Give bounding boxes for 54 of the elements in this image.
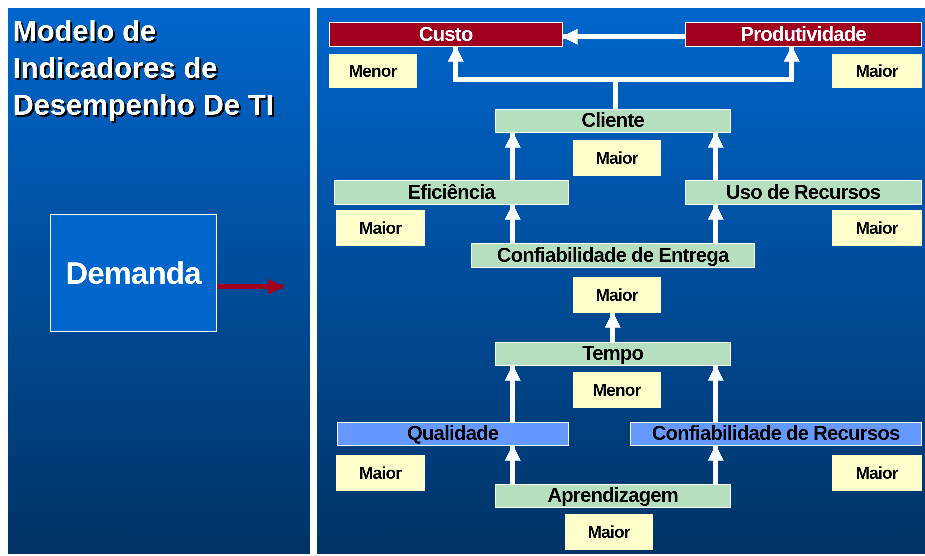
tag-box xyxy=(573,277,661,313)
title: Modelo de Indicadores de Desempenho De TI xyxy=(13,15,276,124)
arrow xyxy=(505,444,521,484)
arrow xyxy=(217,279,284,295)
indicator-box xyxy=(685,180,922,205)
indicator-box xyxy=(334,180,569,205)
arrow xyxy=(708,132,724,180)
tag-box xyxy=(336,455,425,491)
arrow xyxy=(505,132,521,180)
tag-box xyxy=(565,514,653,550)
node-label: Tempo xyxy=(582,344,644,364)
node-label: Maior xyxy=(588,524,630,540)
arrow xyxy=(505,364,521,422)
node-label: Maior xyxy=(856,220,898,236)
node-label: Produtividade xyxy=(740,24,866,44)
node-label: Custo xyxy=(419,24,473,44)
node-label: Uso de Recursos xyxy=(726,182,881,202)
node-label: Maior xyxy=(359,464,402,482)
node-label: Maior xyxy=(856,62,898,80)
indicator-box xyxy=(495,484,731,508)
node-label: Maior xyxy=(359,220,402,236)
indicator-box xyxy=(495,109,731,133)
node-label: Menor xyxy=(592,382,641,398)
arrow xyxy=(562,29,685,45)
tag-box xyxy=(573,372,661,408)
node-label: Aprendizagem xyxy=(548,486,678,506)
node-label: Maior xyxy=(856,464,898,482)
node-label: Demanda xyxy=(66,258,202,288)
tag-box xyxy=(832,210,922,246)
node-label: Confiabilidade de Recursos xyxy=(652,424,900,444)
node-label: Eficiência xyxy=(408,182,496,202)
arrow xyxy=(708,444,724,484)
tag-box xyxy=(329,54,417,88)
arrow xyxy=(708,204,724,243)
tag-box xyxy=(832,54,922,88)
arrow xyxy=(505,204,521,243)
tag-box xyxy=(336,210,425,246)
indicator-box xyxy=(471,243,755,268)
indicator-box xyxy=(630,422,922,446)
indicator-box xyxy=(337,422,569,446)
node-label: Confiabilidade de Entrega xyxy=(497,246,729,266)
process-box xyxy=(50,214,217,332)
tag-box xyxy=(573,140,661,176)
indicator-box xyxy=(495,342,731,366)
result-box xyxy=(685,22,922,47)
tag-box xyxy=(832,455,922,491)
node-label: Qualidade xyxy=(407,424,499,444)
node-label: Menor xyxy=(348,62,397,80)
arrow xyxy=(605,312,621,342)
node-label: Cliente xyxy=(582,111,644,131)
node-label: Maior xyxy=(596,150,638,166)
node-label: Maior xyxy=(596,286,638,304)
arrow xyxy=(708,364,724,422)
result-box xyxy=(329,22,563,47)
